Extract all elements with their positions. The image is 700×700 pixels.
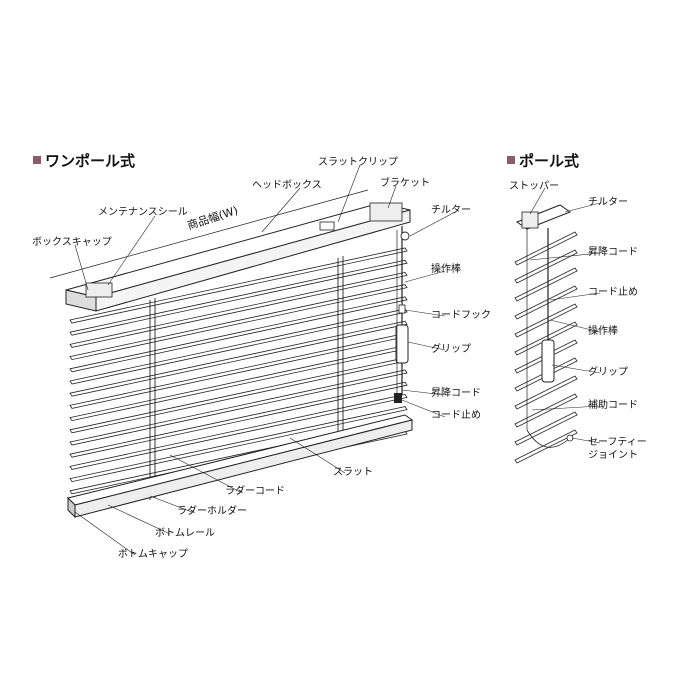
- leader-line: [549, 292, 601, 301]
- maintenance-seal: [85, 282, 113, 298]
- label-bracket: ブラケット: [380, 178, 430, 189]
- slat: [69, 284, 408, 361]
- leader-line: [404, 270, 446, 283]
- width-dimension-line: [49, 189, 369, 279]
- label-pole-tilter: チルター: [588, 197, 628, 208]
- label-bottom-rail: ボトムレール: [155, 528, 215, 539]
- label-safety-joint-1: セーフティー: [588, 437, 647, 448]
- slat: [69, 369, 408, 446]
- slat: [69, 381, 408, 458]
- label-cord-hook: コードフック: [431, 310, 491, 321]
- label-safety-joint-2: ジョイント: [588, 450, 638, 461]
- leader-line: [261, 187, 301, 233]
- leader-line: [529, 187, 546, 215]
- pole-slat: [514, 321, 578, 356]
- one-pole-title: ワンポール式: [33, 150, 135, 171]
- leader-line: [551, 364, 601, 374]
- label-ladder-holder: ラダーホルダー: [177, 506, 247, 517]
- pole-slat: [514, 393, 578, 428]
- leader-line: [107, 215, 156, 286]
- tilter: [400, 231, 410, 241]
- slat: [69, 406, 408, 483]
- leader-line: [169, 454, 241, 493]
- pole-grip: [541, 339, 555, 383]
- slat: [69, 308, 408, 385]
- label-operating-rod: 操作棒: [431, 264, 461, 275]
- slat: [69, 247, 408, 324]
- label-aux-cord: 補助コード: [588, 400, 638, 411]
- pole-slat: [514, 303, 578, 338]
- cord-stopper: [394, 393, 402, 403]
- leader-line: [107, 504, 171, 535]
- bottom-cap: [67, 496, 76, 519]
- slat: [69, 393, 408, 470]
- label-pole-cord-stopper: コード止め: [588, 287, 638, 298]
- leader-line: [289, 437, 346, 474]
- label-pole-operating-rod: 操作棒: [588, 326, 618, 337]
- one-pole-blind: [65, 202, 414, 519]
- label-tilter: チルター: [431, 205, 471, 216]
- leader-line: [401, 389, 446, 396]
- pole-slat: [514, 411, 578, 446]
- leader-line: [531, 405, 601, 411]
- leader-line: [74, 244, 89, 291]
- label-bottom-cap: ボトムキャップ: [118, 549, 188, 560]
- label-cord-stopper: コード止め: [431, 410, 481, 421]
- slat-clip: [319, 221, 335, 231]
- label-box-cap: ボックスキャップ: [32, 237, 112, 248]
- pole-slat: [514, 267, 578, 302]
- label-slat-clip: スラットクリップ: [318, 157, 398, 168]
- pole-slat: [514, 375, 578, 410]
- pole-blind: [514, 204, 578, 464]
- leader-line: [409, 211, 456, 237]
- cord-hook: [398, 304, 406, 314]
- label-pole-lift-cord: 昇降コード: [588, 247, 638, 258]
- leader-line: [549, 319, 601, 333]
- section-marker-icon: [507, 156, 515, 164]
- slat: [69, 259, 408, 336]
- label-maintenance-seal: メンテナンスシール: [98, 207, 188, 218]
- pole-safety-cord: [526, 429, 571, 448]
- leader-line: [401, 399, 446, 418]
- section-marker-icon: [33, 156, 41, 164]
- slat: [69, 320, 408, 397]
- label-slat: スラット: [333, 467, 373, 478]
- leader-line: [337, 164, 361, 223]
- slat: [69, 296, 408, 373]
- leader-line: [564, 202, 601, 213]
- pole-title: ポール式: [507, 150, 579, 171]
- leader-line: [407, 341, 446, 351]
- pole-slat: [514, 285, 578, 320]
- leader-line: [404, 309, 446, 317]
- leader-line: [149, 495, 193, 513]
- leader-lines: [49, 164, 601, 556]
- leader-line: [74, 511, 136, 556]
- leader-line: [387, 185, 397, 209]
- label-ladder-cord: ラダーコード: [225, 486, 285, 497]
- label-pole-grip: グリップ: [588, 367, 628, 378]
- grip: [395, 324, 409, 364]
- label-lift-cord: 昇降コード: [431, 388, 481, 399]
- pole-slat: [514, 249, 578, 284]
- label-stopper: ストッパー: [509, 181, 559, 192]
- label-head-box: ヘッドボックス: [252, 180, 322, 191]
- pole-slat: [514, 231, 578, 266]
- bracket: [369, 202, 403, 222]
- label-grip: グリップ: [431, 344, 471, 355]
- leader-line: [529, 252, 601, 261]
- pole-stopper: [521, 211, 539, 229]
- leader-line: [571, 437, 601, 444]
- slat: [69, 271, 408, 348]
